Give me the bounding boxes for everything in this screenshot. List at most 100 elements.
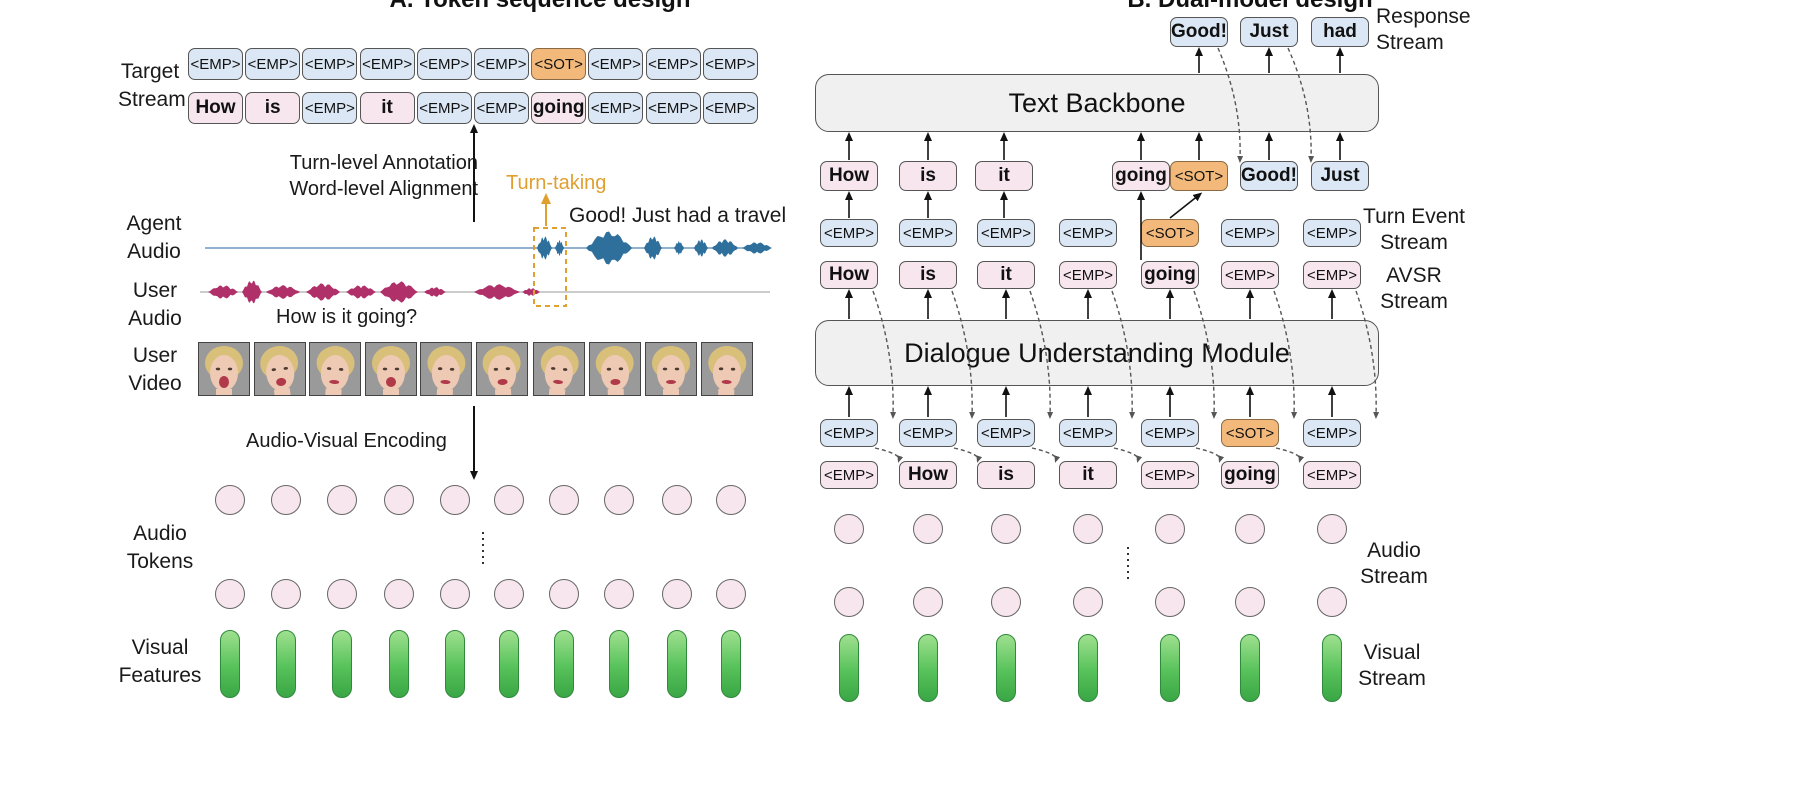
word-token: going (1221, 461, 1279, 489)
agent-audio-label: Agent Audio (126, 212, 182, 263)
emp-token: <EMP> (474, 48, 529, 80)
emp-token: <EMP> (302, 48, 358, 80)
audio-stream-circle (1073, 514, 1103, 544)
audio-stream-circle (913, 514, 943, 544)
emp-token: <EMP> (702, 92, 758, 124)
word-token: Just (1240, 17, 1298, 47)
left-panel-heading: A. Token sequence design (300, 0, 780, 14)
video-frame (254, 342, 306, 396)
word-token: it (1059, 461, 1117, 489)
visual-stream-bar (1322, 634, 1342, 702)
emp-token: <EMP> (1059, 419, 1117, 447)
audio-stream-circle (1317, 587, 1347, 617)
audio-token-circle (604, 579, 634, 609)
feedback-shift-arrow (1273, 290, 1298, 419)
visual-feature-bar (721, 630, 741, 698)
visual-stream-bar (1078, 634, 1098, 702)
agent-utterance: Good! Just had a travel (569, 204, 787, 227)
emp-token: <EMP> (899, 419, 957, 447)
audio-token-circle (662, 579, 692, 609)
video-frame (533, 342, 585, 396)
audio-stream-circle (1235, 514, 1265, 544)
word-token: is (245, 92, 301, 124)
emp-token: <EMP> (1303, 461, 1361, 489)
audio-token-circle (549, 485, 579, 515)
audio-token-circle (327, 485, 357, 515)
text-backbone-label: Text Backbone (1008, 87, 1186, 118)
user-utterance: How is it going? (276, 306, 418, 328)
response-shift-arrow (1217, 47, 1244, 163)
emp-token: <EMP> (702, 48, 758, 80)
visual-feature-bar (609, 630, 629, 698)
visual-feature-bar (499, 630, 519, 698)
agent-audio-waveform (537, 231, 772, 265)
emp-token: <EMP> (416, 48, 472, 80)
audio-token-circle (494, 579, 524, 609)
response-shift-arrow (1287, 47, 1315, 163)
stream-to-backbone-arrow (1169, 192, 1203, 219)
emp-token: <EMP> (416, 92, 472, 124)
emp-token: <EMP> (820, 219, 878, 247)
feedback-shift-arrow (874, 447, 904, 463)
audio-token-circle (215, 579, 245, 609)
text-backbone-box: Text Backbone (815, 74, 1379, 132)
sot-token: <SOT> (531, 48, 587, 80)
word-token: How (188, 92, 243, 124)
audio-token-circle (271, 485, 301, 515)
word-token: is (899, 261, 957, 289)
video-frame (420, 342, 472, 396)
emp-token: <EMP> (302, 92, 358, 124)
emp-token: <EMP> (977, 419, 1035, 447)
audio-stream-circle (1317, 514, 1347, 544)
audio-token-circle (384, 485, 414, 515)
visual-feature-bar (389, 630, 409, 698)
sot-token: <SOT> (1221, 419, 1279, 447)
emp-token: <EMP> (474, 92, 529, 124)
user-audio-label: User Audio (128, 279, 182, 330)
response-stream-label: Response Stream (1376, 5, 1471, 54)
feedback-shift-arrow (1195, 447, 1225, 463)
feedback-shift-arrow (1111, 290, 1136, 419)
audio-stream-circle (1073, 587, 1103, 617)
audio-token-circle (215, 485, 245, 515)
video-frame (476, 342, 528, 396)
emp-token: <EMP> (977, 219, 1035, 247)
emp-token: <EMP> (820, 419, 878, 447)
audio-token-circle (494, 485, 524, 515)
emp-token: <EMP> (588, 48, 644, 80)
emp-token: <EMP> (1303, 219, 1361, 247)
video-frame (198, 342, 250, 396)
video-frame (701, 342, 753, 396)
audio-token-circle (604, 485, 634, 515)
turn-taking-box (533, 227, 567, 307)
emp-token: <EMP> (1059, 219, 1117, 247)
user-video-label: User Video (128, 344, 182, 395)
video-frame (365, 342, 417, 396)
audio-token-circle (549, 579, 579, 609)
word-token: Good! (1240, 161, 1298, 191)
emp-token: <EMP> (1303, 419, 1361, 447)
audio-token-circle (440, 579, 470, 609)
word-token: had (1311, 17, 1369, 47)
video-frame (589, 342, 641, 396)
audio-stream-label: Audio Stream (1360, 539, 1428, 588)
emp-token: <EMP> (1059, 261, 1117, 289)
word-token: is (899, 161, 957, 191)
turn-event-stream-label: Turn Event Stream (1363, 205, 1465, 254)
emp-token: <EMP> (645, 48, 701, 80)
visual-stream-bar (918, 634, 938, 702)
audio-stream-circle (991, 514, 1021, 544)
word-token: How (820, 161, 878, 191)
video-frame (309, 342, 361, 396)
audio-tokens-label: Audio Tokens (126, 522, 194, 573)
word-token: How (899, 461, 957, 489)
audio-stream-circle (1155, 514, 1185, 544)
audio-stream-circle (834, 514, 864, 544)
emp-token: <EMP> (645, 92, 701, 124)
word-token: is (977, 461, 1035, 489)
audio-token-circle (716, 485, 746, 515)
visual-feature-bar (332, 630, 352, 698)
feedback-shift-arrow (951, 290, 976, 419)
